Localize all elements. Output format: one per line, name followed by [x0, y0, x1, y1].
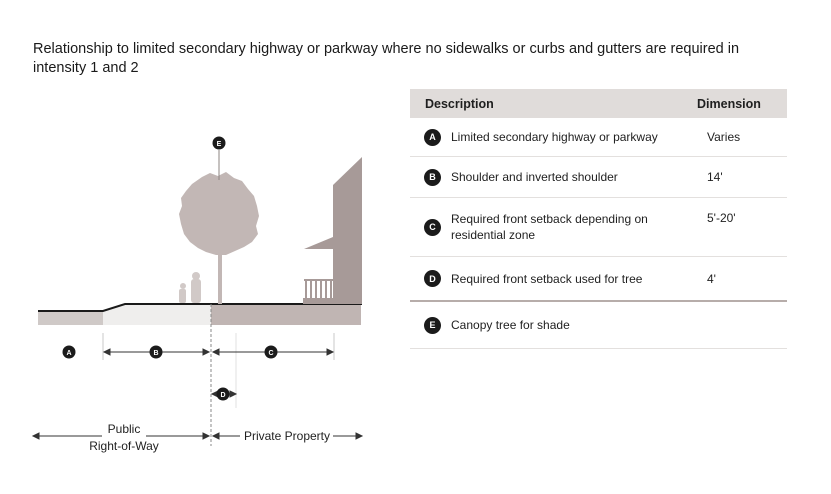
- key-badge: E: [424, 316, 441, 334]
- arrowhead: [202, 348, 211, 356]
- key-badge: A: [424, 128, 441, 146]
- row-dimension: 14': [707, 170, 723, 184]
- header-description: Description: [425, 96, 494, 111]
- house-wall: [333, 157, 362, 304]
- private-ground: [211, 304, 361, 325]
- marker-d: D: [216, 387, 230, 401]
- table-row: B Shoulder and inverted shoulder 14': [410, 157, 787, 198]
- row-description: Canopy tree for shade: [451, 318, 570, 332]
- arrowhead: [355, 432, 364, 440]
- arrowhead: [202, 432, 211, 440]
- arrowhead: [326, 348, 335, 356]
- key-badge: C: [424, 218, 441, 236]
- row-dimension: 4': [707, 271, 716, 286]
- table-header: Description Dimension: [410, 89, 787, 118]
- shoulder-surface: [103, 304, 211, 325]
- arrowhead: [211, 432, 220, 440]
- row-description: Limited secondary highway or parkway: [451, 130, 658, 144]
- arrowhead: [31, 432, 40, 440]
- row-dimension: 5'-20': [707, 211, 736, 225]
- marker-c: C: [264, 345, 278, 359]
- table-row: C Required front setback depending on re…: [410, 198, 787, 257]
- row-description: Shoulder and inverted shoulder: [451, 170, 618, 184]
- public-label-line1: Public: [108, 422, 141, 436]
- svg-text:C: C: [268, 350, 273, 357]
- header-dimension: Dimension: [697, 96, 761, 111]
- porch-deck: [303, 298, 333, 304]
- marker-a: A: [62, 345, 76, 359]
- svg-text:A: A: [66, 350, 71, 357]
- table-row: D Required front setback used for tree 4…: [410, 257, 787, 302]
- porch-roof: [304, 237, 333, 249]
- row-dimension: Varies: [707, 130, 741, 144]
- marker-b: B: [149, 345, 163, 359]
- arrowhead: [211, 348, 220, 356]
- public-label-line2: Right-of-Way: [89, 439, 159, 453]
- arrowhead: [102, 348, 111, 356]
- marker-e: E: [212, 136, 226, 150]
- private-property-label: Private Property: [244, 429, 330, 443]
- pedestrians: [179, 272, 201, 303]
- cross-section-diagram: A B C D E Public Right-of-Way Private Pr…: [31, 136, 364, 453]
- road-surface: [38, 311, 103, 325]
- page-title: Relationship to limited secondary highwa…: [33, 41, 740, 76]
- ground-line: [38, 303, 362, 312]
- table-row: A Limited secondary highway or parkway V…: [410, 118, 787, 157]
- table-row: E Canopy tree for shade: [410, 302, 787, 349]
- key-badge: D: [424, 270, 441, 287]
- svg-text:E: E: [217, 141, 222, 148]
- dimension-table: Description Dimension A Limited secondar…: [410, 89, 787, 349]
- canopy-tree: [179, 172, 259, 304]
- key-badge: B: [424, 168, 441, 186]
- svg-text:B: B: [153, 350, 158, 357]
- row-description: Required front setback depending on resi…: [451, 212, 648, 242]
- row-description: Required front setback used for tree: [451, 271, 643, 286]
- svg-text:D: D: [220, 392, 225, 399]
- porch-railing: [304, 279, 333, 298]
- arrowhead: [229, 390, 238, 398]
